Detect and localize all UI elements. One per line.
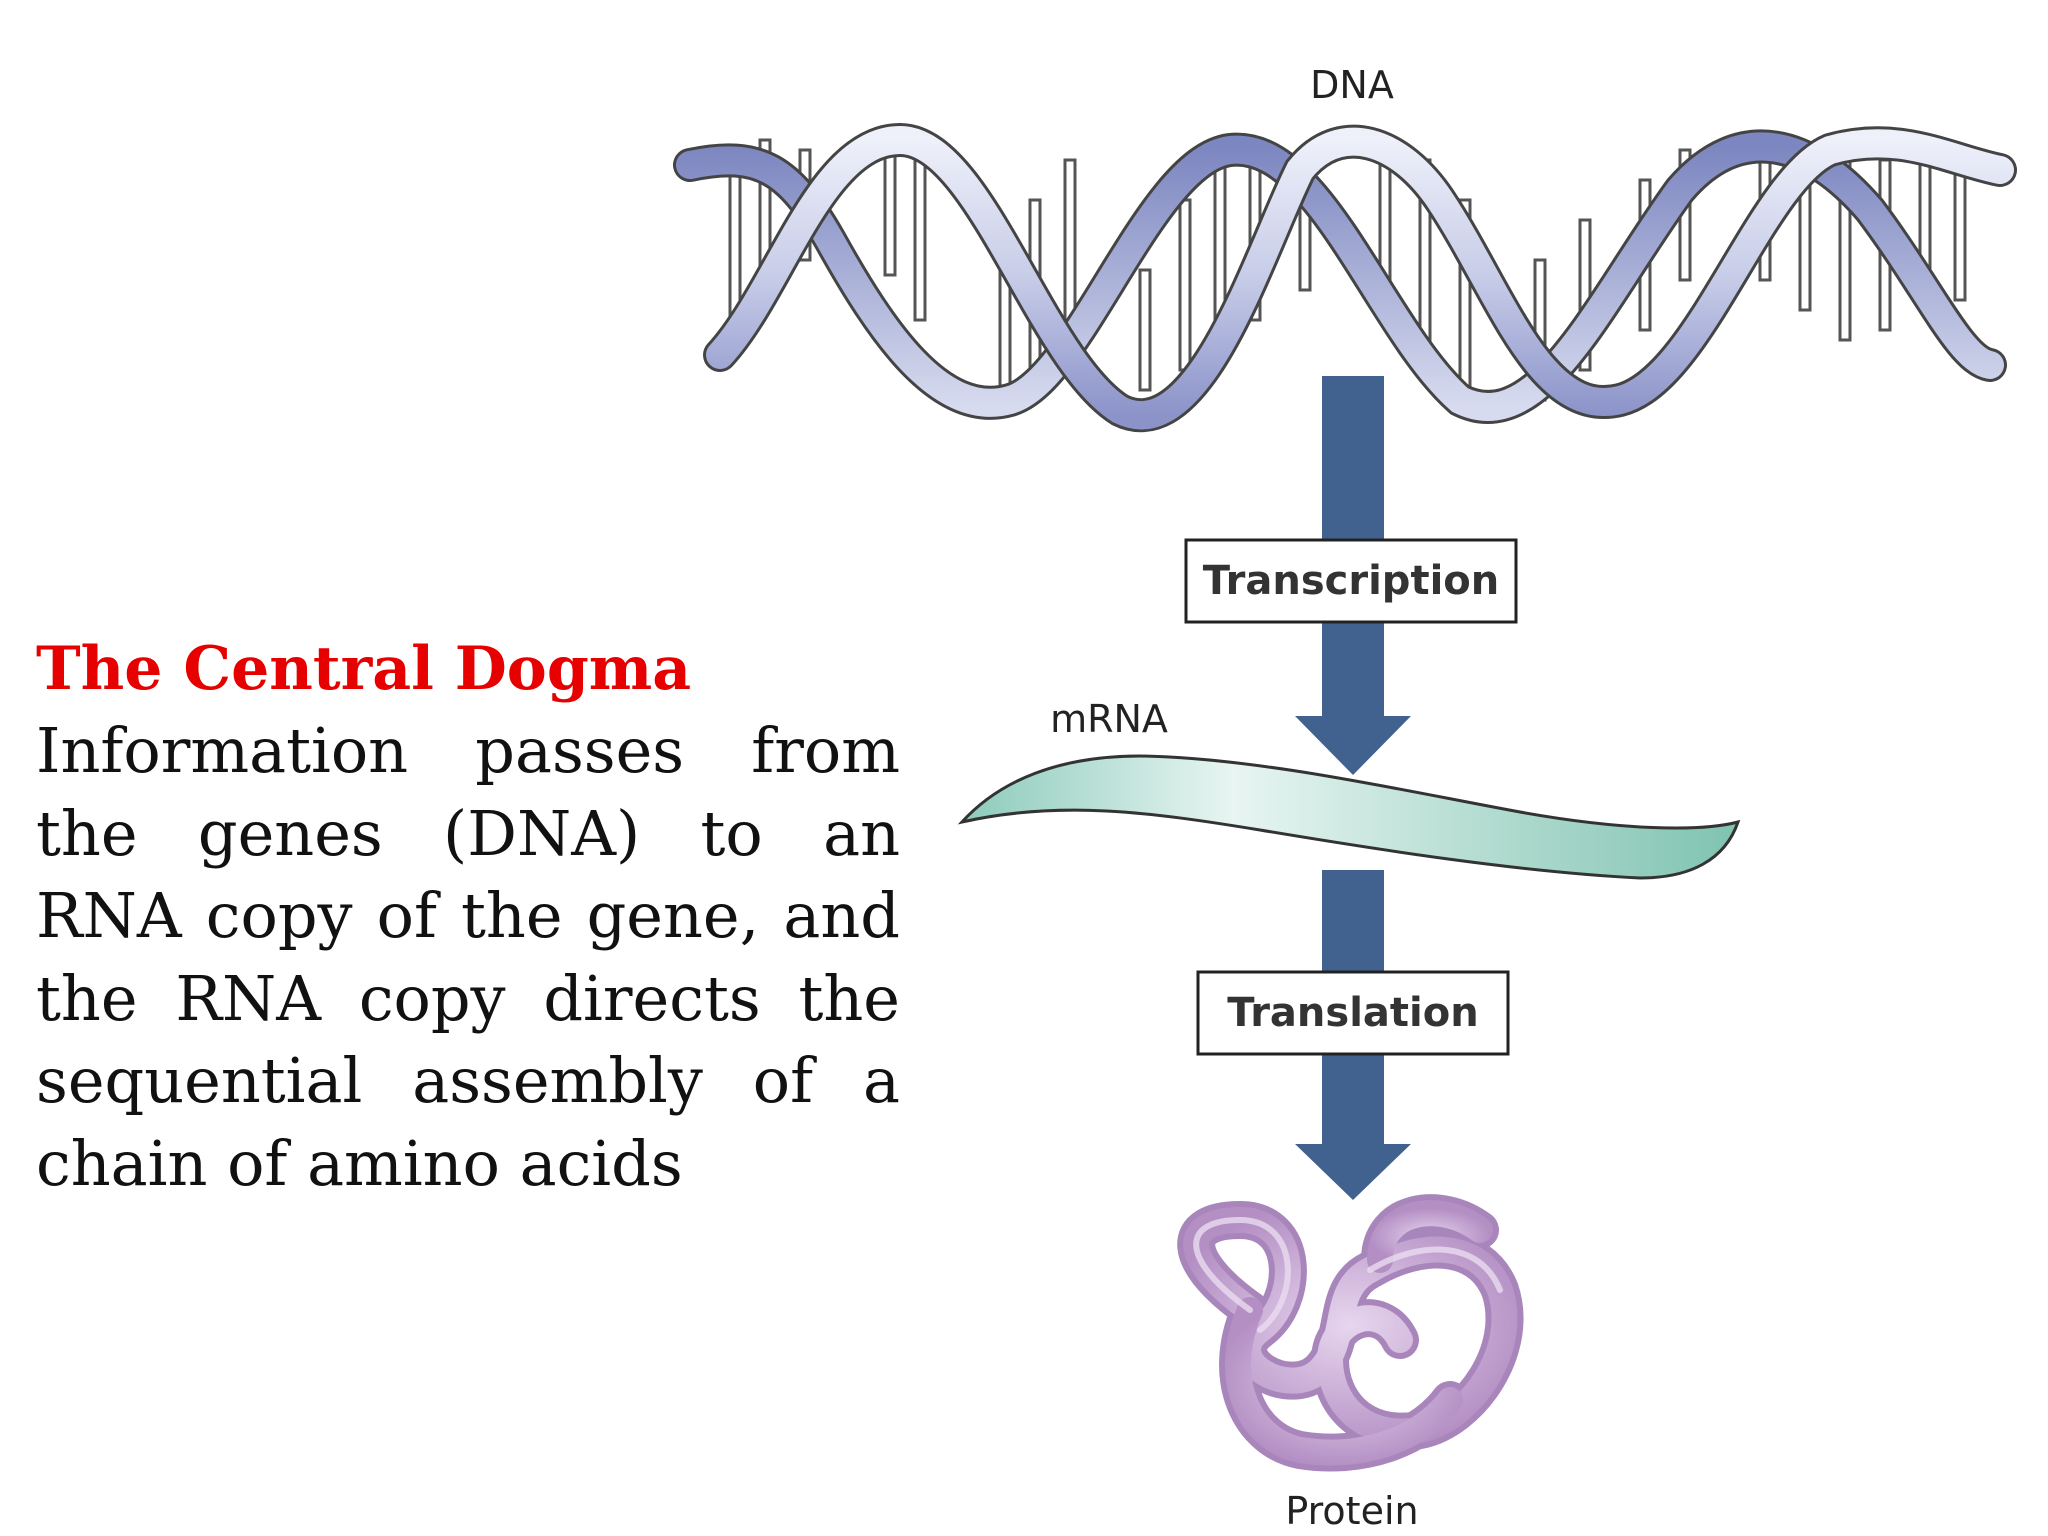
transcription-label: Transcription [1203,558,1499,604]
translation-box: Translation [1196,970,1510,1056]
protein-label: Protein [1285,1489,1418,1533]
mrna-label: mRNA [1050,697,1168,741]
text-block: The Central Dogma Information passes fro… [36,628,900,1205]
transcription-box: Transcription [1184,538,1518,624]
mrna-strand [957,754,1741,880]
translation-label: Translation [1227,990,1478,1036]
dna-helix [673,122,2017,433]
dna-label: DNA [1310,63,1394,107]
protein-structure [1177,1194,1524,1472]
slide-body: Information passes from the genes (DNA) … [36,714,900,1200]
slide-title: The Central Dogma [36,634,692,704]
